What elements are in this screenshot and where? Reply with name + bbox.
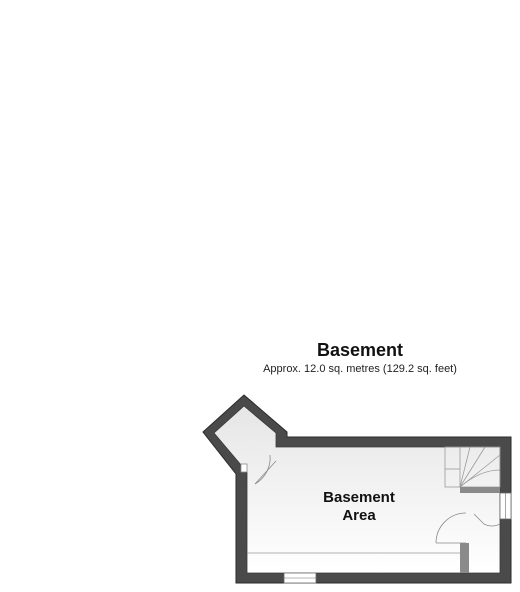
room-label-line2: Area [342, 507, 376, 524]
corridor-door [240, 454, 277, 485]
room-label: Basement Area [299, 489, 419, 525]
interior-partition [460, 487, 500, 573]
room-label-line1: Basement [323, 489, 395, 506]
door-swing [435, 512, 501, 544]
window-right [499, 492, 512, 520]
window-bottom [283, 572, 317, 584]
floor-area-text: Approx. 12.0 sq. metres (129.2 sq. feet) [263, 363, 457, 375]
floor-title: Basement [316, 340, 404, 360]
